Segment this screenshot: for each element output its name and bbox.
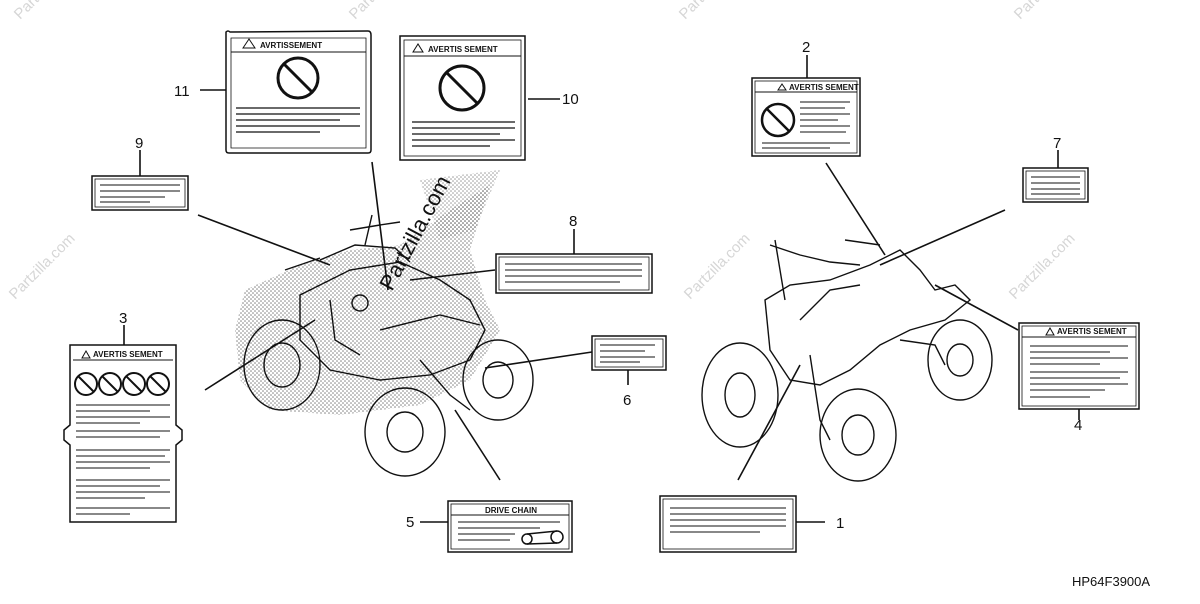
label-8-decal: [495, 253, 653, 294]
watermark: Partzilla.com: [1006, 230, 1079, 303]
prohibition-icons: [74, 372, 170, 396]
label-2-title: AVERTIS SEMENT: [789, 83, 859, 92]
label-3-title: AVERTIS SEMENT: [93, 350, 163, 359]
watermark: Partzilla.com: [681, 230, 754, 303]
label-2-decal: AVERTIS SEMENT: [751, 77, 861, 157]
label-9-decal: [91, 175, 189, 211]
callout-8: 8: [569, 213, 577, 230]
label-11-title: AVRTISSEMENT: [260, 41, 322, 50]
watermark: Partzilla.com: [676, 0, 749, 23]
watermarks: Partzilla.com Partzilla.com Partzilla.co…: [6, 0, 1084, 303]
callout-6: 6: [623, 392, 631, 409]
label-10-title: AVERTIS SEMENT: [428, 45, 498, 54]
callout-numbers: 1 2 3 4 5 6 7 8 9 10 11: [119, 39, 1082, 532]
label-1-decal: [659, 495, 797, 553]
label-5-title: DRIVE CHAIN: [485, 506, 537, 515]
chain-sprocket-icon: [521, 530, 564, 545]
label-5-decal: DRIVE CHAIN: [447, 500, 573, 553]
callout-2: 2: [802, 39, 810, 56]
callout-5: 5: [406, 514, 414, 531]
callout-11: 11: [174, 83, 190, 100]
atv-left-illustration: [235, 170, 534, 477]
callout-7: 7: [1053, 135, 1061, 152]
label-4-decal: AVERTIS SEMENT: [1018, 322, 1140, 410]
diagram-code: HP64F3900A: [1072, 574, 1150, 589]
watermark: Partzilla.com: [11, 0, 84, 23]
callout-9: 9: [135, 135, 143, 152]
label-11-decal: AVRTISSEMENT: [225, 30, 372, 154]
callout-3: 3: [119, 310, 127, 327]
label-7-decal: [1022, 167, 1089, 203]
watermark: Partzilla.com: [1011, 0, 1084, 23]
label-10-decal: AVERTIS SEMENT: [399, 35, 526, 161]
label-3-decal: AVERTIS SEMENT: [63, 344, 183, 523]
label-6-decal: [591, 335, 667, 371]
atv-right-illustration: [701, 239, 993, 482]
prohibition-icon: [760, 102, 796, 138]
prohibition-icon: [276, 56, 320, 100]
leader-lines: [123, 55, 1080, 523]
label-4-title: AVERTIS SEMENT: [1057, 327, 1127, 336]
watermark: Partzilla.com: [346, 0, 419, 23]
callout-1: 1: [836, 515, 844, 532]
prohibition-icon: [438, 64, 486, 112]
callout-4: 4: [1074, 417, 1082, 434]
watermark: Partzilla.com: [6, 230, 79, 303]
callout-10: 10: [562, 91, 579, 108]
